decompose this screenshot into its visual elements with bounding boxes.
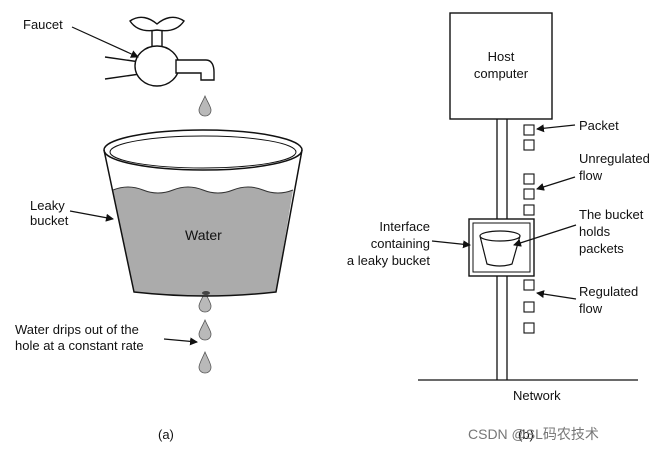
packet-arrow: [536, 124, 576, 133]
interface-arrow: [431, 240, 471, 249]
bucket-holds-arrow: [513, 224, 577, 247]
regulated-label-1: Regulated: [579, 284, 639, 299]
bucket-arrow: [69, 210, 114, 222]
host-label-2: computer: [473, 66, 529, 81]
unregulated-label-2: flow: [579, 168, 603, 183]
small-leaky-bucket: [479, 230, 521, 267]
drips-label-1: Water drips out of the: [15, 322, 139, 337]
leaky-bucket-label-2: bucket: [30, 213, 69, 228]
leaky-bucket-label-1: Leaky: [30, 198, 65, 213]
regulated-arrow: [536, 290, 577, 300]
unregulated-arrow: [536, 176, 576, 191]
regulated-label-2: flow: [579, 301, 603, 316]
water-label: Water: [185, 227, 222, 243]
bucket-holds-label-1: The bucket: [579, 207, 644, 222]
drips-arrow: [163, 337, 198, 346]
network-label: Network: [513, 388, 561, 403]
bucket-holds-label-2: holds: [579, 224, 611, 239]
host-computer-box: [449, 12, 553, 120]
faucet-drawing: [104, 16, 215, 87]
caption-a: (a): [158, 427, 174, 442]
watermark: CSDN @SL码农技术: [468, 426, 599, 442]
interface-label-2: containing: [370, 236, 430, 251]
caption-b: (b): [518, 427, 534, 442]
unregulated-label-1: Unregulated: [579, 151, 650, 166]
faucet-label: Faucet: [23, 17, 63, 32]
interface-label-1: Interface: [379, 219, 430, 234]
drips-label-2: hole at a constant rate: [15, 338, 144, 353]
packet-label: Packet: [579, 118, 619, 133]
water-drops: [198, 94, 212, 374]
host-label-1: Host: [487, 49, 515, 64]
interface-label-3: a leaky bucket: [346, 253, 430, 268]
faucet-arrow: [71, 26, 139, 58]
leaky-bucket-drawing: [103, 129, 303, 297]
bucket-holds-label-3: packets: [579, 241, 624, 256]
packets: [523, 124, 535, 334]
